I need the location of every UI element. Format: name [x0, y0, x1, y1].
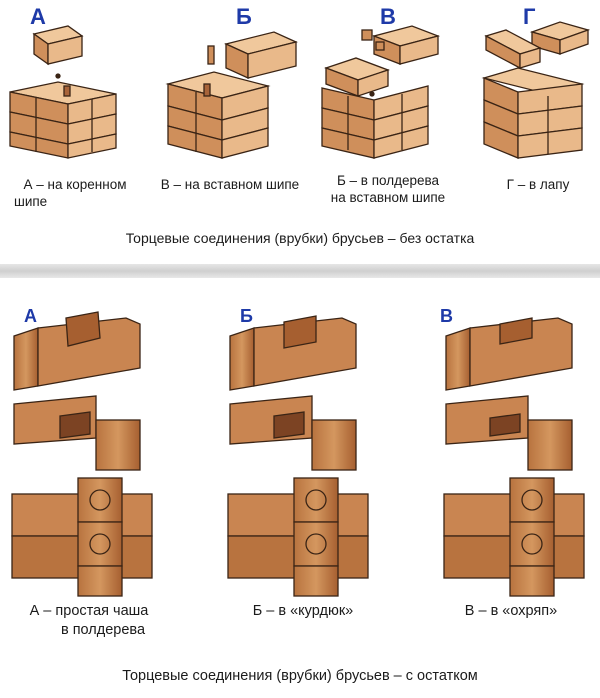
- caption-root-tenon: А – на коренном шипе: [2, 176, 148, 210]
- variant-letter-a: А: [30, 4, 46, 29]
- top-panel: А Б В Г: [0, 0, 600, 264]
- caption-line: Б – в «курдюк»: [252, 603, 354, 619]
- variant-letter-v: В: [380, 4, 396, 29]
- caption-line: в полдерева: [60, 622, 146, 638]
- variant-letter-b: Б: [236, 4, 252, 29]
- caption-half-tree-insert: Б – в полдерева на вставном шипе: [318, 172, 458, 206]
- caption-kurdyuk: Б – в «курдюк»: [228, 602, 378, 621]
- caption-okhryap: В – в «охряп»: [436, 602, 586, 621]
- variant-letter-b: Б: [240, 306, 253, 326]
- variant-letter-g: Г: [523, 4, 536, 29]
- section-divider: [0, 264, 600, 278]
- caption-paw: Г – в лапу: [480, 176, 596, 193]
- caption-line: А – простая чаша: [29, 603, 149, 619]
- joint-illustration-simple-bowl: [11, 311, 153, 597]
- bottom-panel: А Б В: [0, 278, 600, 698]
- caption-insert-tenon: В – на вставном шипе: [150, 176, 310, 193]
- caption-line: Б – в полдерева: [336, 173, 440, 188]
- caption-line: шипе: [14, 194, 48, 209]
- joint-illustration-kurdyuk: [227, 315, 369, 597]
- caption-line: В – в «охряп»: [464, 603, 558, 619]
- joint-illustration-insert-tenon: [165, 31, 298, 159]
- joint-illustration-okhryap: [443, 317, 585, 597]
- caption-line: на вставном шипе: [330, 190, 446, 205]
- top-section-title: Торцевые соединения (врубки) брусьев – б…: [125, 230, 475, 246]
- caption-simple-bowl: А – простая чаша в полдерева: [4, 602, 174, 640]
- variant-letter-a: А: [24, 306, 37, 326]
- bottom-section-title: Торцевые соединения (врубки) брусьев – с…: [122, 668, 478, 684]
- caption-line: Г – в лапу: [506, 177, 570, 192]
- joint-illustration-paw: [481, 21, 591, 159]
- caption-line: В – на вставном шипе: [160, 177, 300, 192]
- joint-illustration-half-tree-insert: [321, 25, 441, 159]
- caption-line: А – на коренном: [23, 177, 127, 192]
- variant-letter-v: В: [440, 306, 453, 326]
- joint-illustration-root-tenon: [9, 25, 117, 159]
